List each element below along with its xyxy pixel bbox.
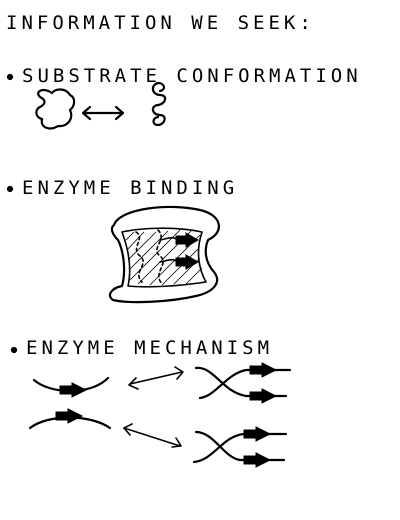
double-arrow-icon xyxy=(123,423,182,448)
bullet-dot-icon xyxy=(6,185,14,193)
solid-arrow-icon xyxy=(175,254,199,270)
product-strands-right xyxy=(192,426,288,468)
section-label-substrate-conformation: SUBSTRATE CONFORMATION xyxy=(22,65,362,87)
bullet-dot-icon xyxy=(6,73,14,81)
enzyme-binding-illustration xyxy=(108,205,220,304)
substrate-blob-icon xyxy=(35,88,76,130)
substrate-strand-left xyxy=(28,408,112,430)
mechanism-row-1 xyxy=(32,362,292,404)
double-arrow-icon xyxy=(128,366,184,390)
section-label-enzyme-mechanism: ENZYME MECHANISM xyxy=(26,337,273,359)
solid-arrow-icon xyxy=(175,232,199,248)
product-strands-right xyxy=(194,362,292,404)
double-arrow-icon xyxy=(81,105,125,121)
mechanism-row-2 xyxy=(28,408,288,468)
substrate-strand-left xyxy=(32,376,110,398)
substrate-chain-icon xyxy=(151,81,167,127)
page-title: INFORMATION WE SEEK: xyxy=(6,12,315,34)
bullet-dot-icon xyxy=(10,346,18,354)
section-label-enzyme-binding: ENZYME BINDING xyxy=(22,177,238,199)
